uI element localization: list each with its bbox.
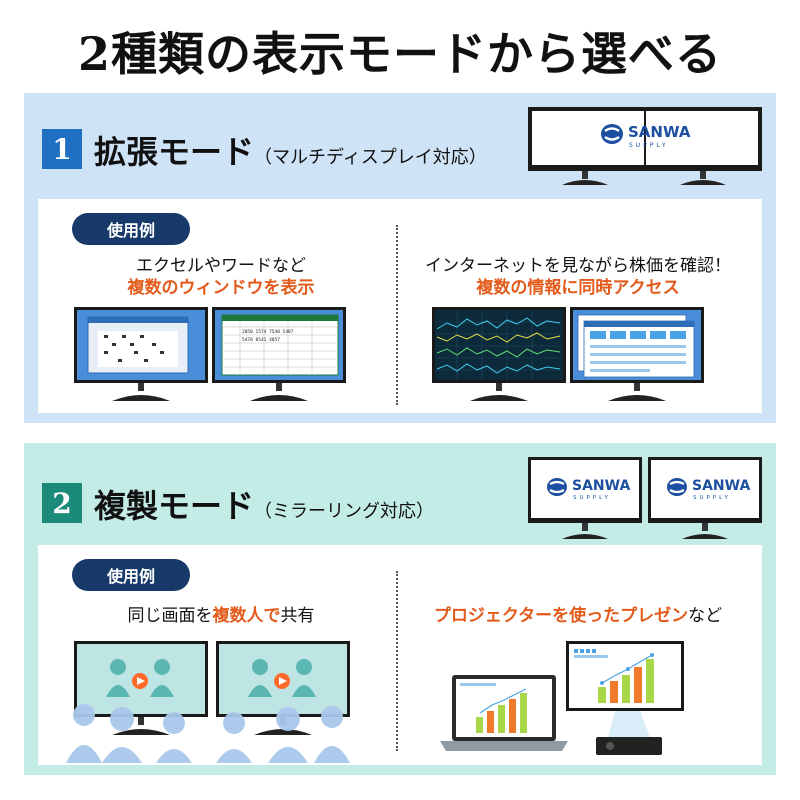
dual-monitor-extended-image: SANWA SUPPLY	[528, 107, 762, 185]
spreadsheet-row1: 2050 1574 7540 5487	[242, 329, 294, 335]
usage-examples-panel: 使用例 エクセルやワードなど 複数のウィンドウを表示 インターネットを見ながら株…	[38, 199, 762, 413]
sanwa-logo-text: SANWA	[692, 478, 750, 494]
sanwa-logo-subtext: SUPPLY	[629, 142, 669, 149]
sanwa-logo-subtext: SUPPLY	[693, 495, 731, 501]
section-divider	[396, 571, 398, 751]
viewer-silhouettes	[66, 704, 350, 763]
usage-example-label: 使用例	[72, 559, 190, 591]
mode-title-text: 拡張モード	[94, 133, 255, 171]
page-title: 2種類の表示モードから選べる	[77, 27, 722, 81]
sanwa-logo: SANWA SUPPLY	[667, 478, 750, 501]
sanwa-logo-text: SANWA	[628, 123, 691, 141]
mode-title: 拡張モード（マルチディスプレイ対応）	[94, 127, 487, 173]
projector-device	[596, 737, 662, 755]
caption-line2: 複数の情報に同時アクセス	[476, 278, 680, 298]
sanwa-logo-icon	[667, 478, 687, 496]
monitor-right-screen	[645, 111, 758, 165]
section-divider	[396, 225, 398, 405]
sanwa-logo: SANWA SUPPLY	[547, 478, 630, 501]
caption-highlight: プロジェクターを使ったプレゼン	[433, 606, 689, 626]
caption-post: など	[688, 606, 723, 626]
caption-line1: エクセルやワードなど	[136, 256, 306, 276]
browser-window-front	[583, 320, 695, 378]
usage-example-label: 使用例	[72, 213, 190, 245]
caption-line2: 複数のウィンドウを表示	[127, 278, 315, 298]
sanwa-logo-icon	[547, 478, 567, 496]
extended-mode-section: 1 拡張モード（マルチディスプレイ対応） SANWA SUPPLY 使用例 エク…	[24, 93, 776, 423]
people-watching-monitors-illustration	[66, 641, 350, 763]
mode-number-badge: 1	[42, 129, 82, 169]
laptop-projector-illustration	[440, 641, 684, 755]
sanwa-logo-subtext: SUPPLY	[573, 495, 611, 501]
caption-pre: 同じ画面を	[127, 606, 213, 626]
caption-line1: インターネットを見ながら株価を確認！	[425, 256, 731, 276]
monitor-left-screen	[532, 111, 645, 165]
mirror-mode-section: 2 複製モード（ミラーリング対応） SANWA SUPPLY SANWA SUP…	[24, 443, 776, 775]
example-caption-sharing: 同じ画面を複数人で共有	[74, 605, 368, 627]
example-caption-presentation: プロジェクターを使ったプレゼンなど	[408, 605, 748, 627]
spreadsheet-row2: 5470 8541 4857	[242, 337, 280, 343]
dual-monitor-mirror-image: SANWA SUPPLY SANWA SUPPLY	[528, 457, 762, 539]
mode-subtitle: （ミラーリング対応）	[254, 501, 435, 522]
mode-title-text: 複製モード	[94, 487, 255, 525]
monitors-stock-web	[432, 307, 704, 401]
spreadsheet-window	[221, 314, 339, 376]
mode-number-badge: 2	[42, 483, 82, 523]
sanwa-logo-icon	[601, 124, 623, 144]
usage-examples-panel: 使用例 同じ画面を複数人で共有 プロジェクターを使ったプレゼンなど	[38, 545, 762, 765]
mode-subtitle: （マルチディスプレイ対応）	[254, 147, 487, 168]
monitors-office-windows: 2050 1574 7540 5487 5470 8541 4857	[74, 307, 346, 401]
example-caption-stocks: インターネットを見ながら株価を確認！ 複数の情報に同時アクセス	[408, 255, 748, 299]
caption-post: 共有	[280, 606, 315, 626]
mode-title: 複製モード（ミラーリング対応）	[94, 481, 434, 527]
sanwa-logo-text: SANWA	[572, 478, 630, 494]
caption-highlight: 複数人で	[212, 606, 281, 626]
sanwa-logo: SANWA SUPPLY	[601, 123, 691, 149]
example-caption-windows: エクセルやワードなど 複数のウィンドウを表示	[74, 255, 368, 299]
